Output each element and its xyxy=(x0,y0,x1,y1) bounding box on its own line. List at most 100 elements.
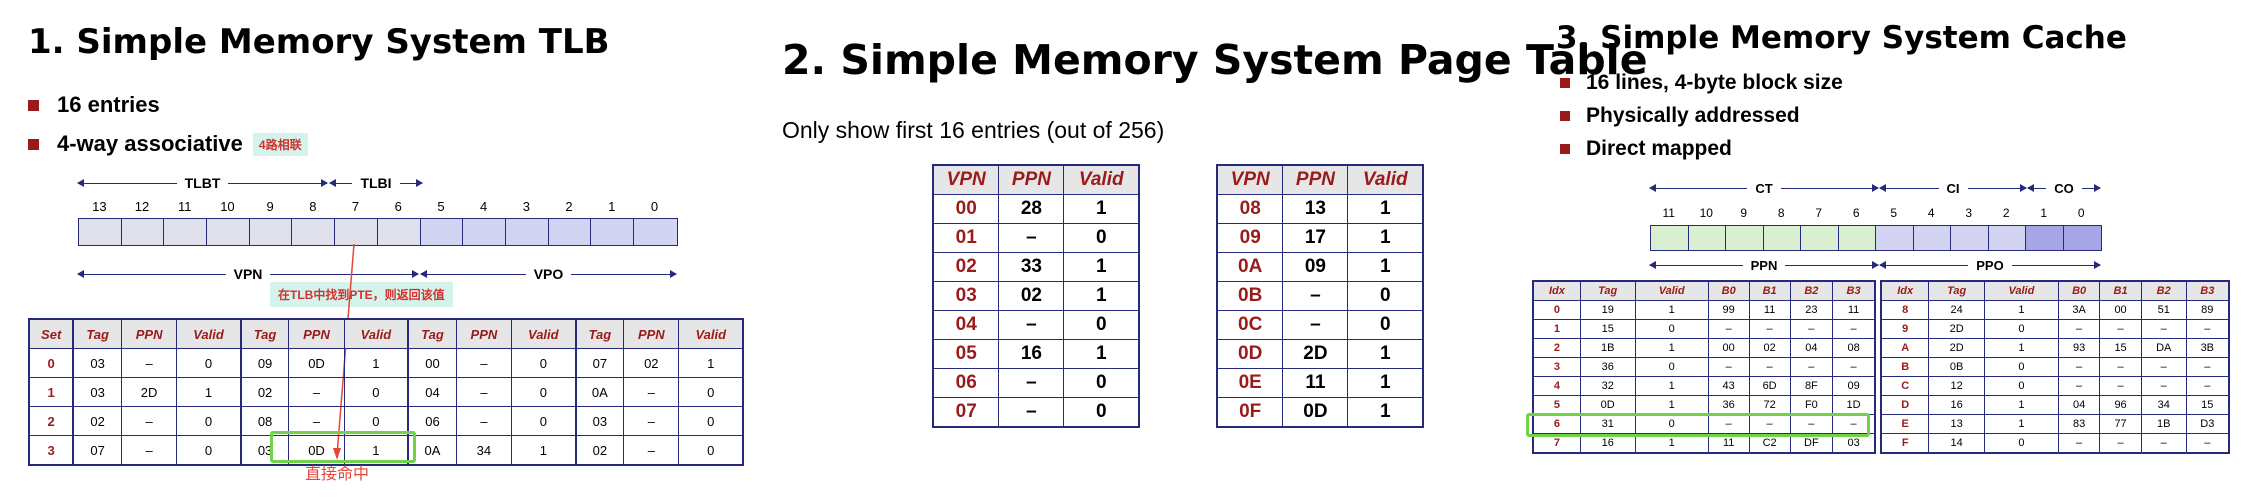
cache-bullet: Direct mapped xyxy=(1560,137,1732,161)
address-bit-cell xyxy=(1951,226,1989,250)
table-cell: 34 xyxy=(455,435,513,466)
cache-index-cell: 9 xyxy=(1880,319,1930,339)
table-cell: 09 xyxy=(1282,252,1349,282)
bit-index-label: 11 xyxy=(177,199,192,214)
assoc-note: 4路相联 xyxy=(252,132,308,156)
column-header: B3 xyxy=(1832,280,1876,301)
table-cell: – xyxy=(120,406,178,436)
vpn-field-label: VPN xyxy=(77,266,419,282)
cache-hit-highlight xyxy=(1526,413,1870,437)
table-cell: – xyxy=(2140,357,2187,377)
table-cell: – xyxy=(1707,357,1750,377)
table-cell: 15 xyxy=(1579,319,1636,339)
table-cell: 96 xyxy=(2099,395,2142,415)
table-cell: 11 xyxy=(1748,300,1791,320)
vpn-cell: 0D xyxy=(1216,339,1284,369)
table-cell: DF xyxy=(1789,433,1834,454)
vpn-cell: 0A xyxy=(1216,252,1284,282)
table-cell: 1 xyxy=(1347,339,1424,369)
cache-index-cell: 0 xyxy=(1532,300,1581,320)
table-cell: – xyxy=(623,406,680,436)
table-cell: – xyxy=(998,310,1065,340)
table-cell: 1 xyxy=(1634,338,1709,358)
table-cell: 1 xyxy=(1347,194,1424,224)
table-cell: – xyxy=(455,377,513,407)
table-cell: 51 xyxy=(2140,300,2187,320)
address-bit-cell xyxy=(121,219,165,245)
cache-index-cell: F xyxy=(1880,433,1930,454)
table-cell: 00 xyxy=(1707,338,1750,358)
table-cell: 0D xyxy=(288,348,345,378)
vpn-text: VPN xyxy=(233,266,263,282)
address-bit-cell xyxy=(633,219,677,245)
table-cell: 0 xyxy=(176,406,242,436)
table-cell: DA xyxy=(2140,338,2187,358)
bit-index-label: 4 xyxy=(1927,206,1935,220)
table-cell: 1B xyxy=(1579,338,1636,358)
set-index-cell: 0 xyxy=(28,348,74,378)
column-header: PPN xyxy=(120,318,178,349)
table-cell: 16 xyxy=(1928,395,1985,415)
vpn-cell: 09 xyxy=(1216,223,1284,253)
cache-bullet-text: Direct mapped xyxy=(1586,137,1732,160)
table-cell: 1 xyxy=(1063,339,1140,369)
table-cell: – xyxy=(1748,357,1791,377)
cache-index-cell: E xyxy=(1880,414,1930,434)
vpn-cell: 0C xyxy=(1216,310,1284,340)
ci-text: CI xyxy=(1946,181,1960,196)
cache-index-cell: 4 xyxy=(1532,376,1581,396)
table-cell: – xyxy=(1282,310,1349,340)
table-cell: 1 xyxy=(1634,395,1709,415)
co-text: CO xyxy=(2054,181,2074,196)
table-cell: 04 xyxy=(407,377,457,407)
table-cell: 72 xyxy=(1748,395,1791,415)
table-cell: – xyxy=(1707,319,1750,339)
tlb-title: 1. Simple Memory System TLB xyxy=(28,22,610,62)
cache-index-cell: 1 xyxy=(1532,319,1581,339)
table-cell: 32 xyxy=(1579,376,1636,396)
bit-index-label: 2 xyxy=(2002,206,2010,220)
cache-index-cell: D xyxy=(1880,395,1930,415)
vpn-cell: 05 xyxy=(932,339,1000,369)
set-index-cell: 3 xyxy=(28,435,74,466)
table-cell: 0 xyxy=(1347,310,1424,340)
bit-index-label: 9 xyxy=(266,199,274,214)
pt-subtitle: Only show first 16 entries (out of 256) xyxy=(782,117,1165,143)
column-header: PPN xyxy=(455,318,513,349)
bit-index-label: 7 xyxy=(1815,206,1823,220)
address-bit-cell xyxy=(335,219,378,245)
table-cell: 03 xyxy=(1832,433,1876,454)
tlb-bullet-assoc: 4-way associative 4路相联 xyxy=(28,131,308,157)
bit-index-label: 1 xyxy=(2040,206,2048,220)
column-header: PPN xyxy=(998,164,1065,195)
vpn-cell: 0B xyxy=(1216,281,1284,311)
table-cell: 24 xyxy=(1928,300,1985,320)
tlbi-text: TLBI xyxy=(360,175,392,191)
address-bit-cell xyxy=(2063,226,2101,250)
address-bit-cell xyxy=(420,219,464,245)
table-cell: 0 xyxy=(176,435,242,466)
ppo-text: PPO xyxy=(1976,258,2004,273)
tlb-virtual-address-bits xyxy=(78,218,678,246)
tlbt-text: TLBT xyxy=(184,175,221,191)
table-cell: 1 xyxy=(343,348,409,378)
table-cell: 0 xyxy=(678,377,744,407)
column-header: B0 xyxy=(1707,280,1750,301)
bit-index-label: 3 xyxy=(522,199,530,214)
table-cell: – xyxy=(120,435,178,466)
table-cell: – xyxy=(1282,281,1349,311)
bit-index-label: 6 xyxy=(394,199,402,214)
tlbt-field-label: TLBT xyxy=(77,175,328,191)
table-cell: – xyxy=(288,377,345,407)
table-cell: 0 xyxy=(511,406,577,436)
table-cell: – xyxy=(623,435,680,466)
